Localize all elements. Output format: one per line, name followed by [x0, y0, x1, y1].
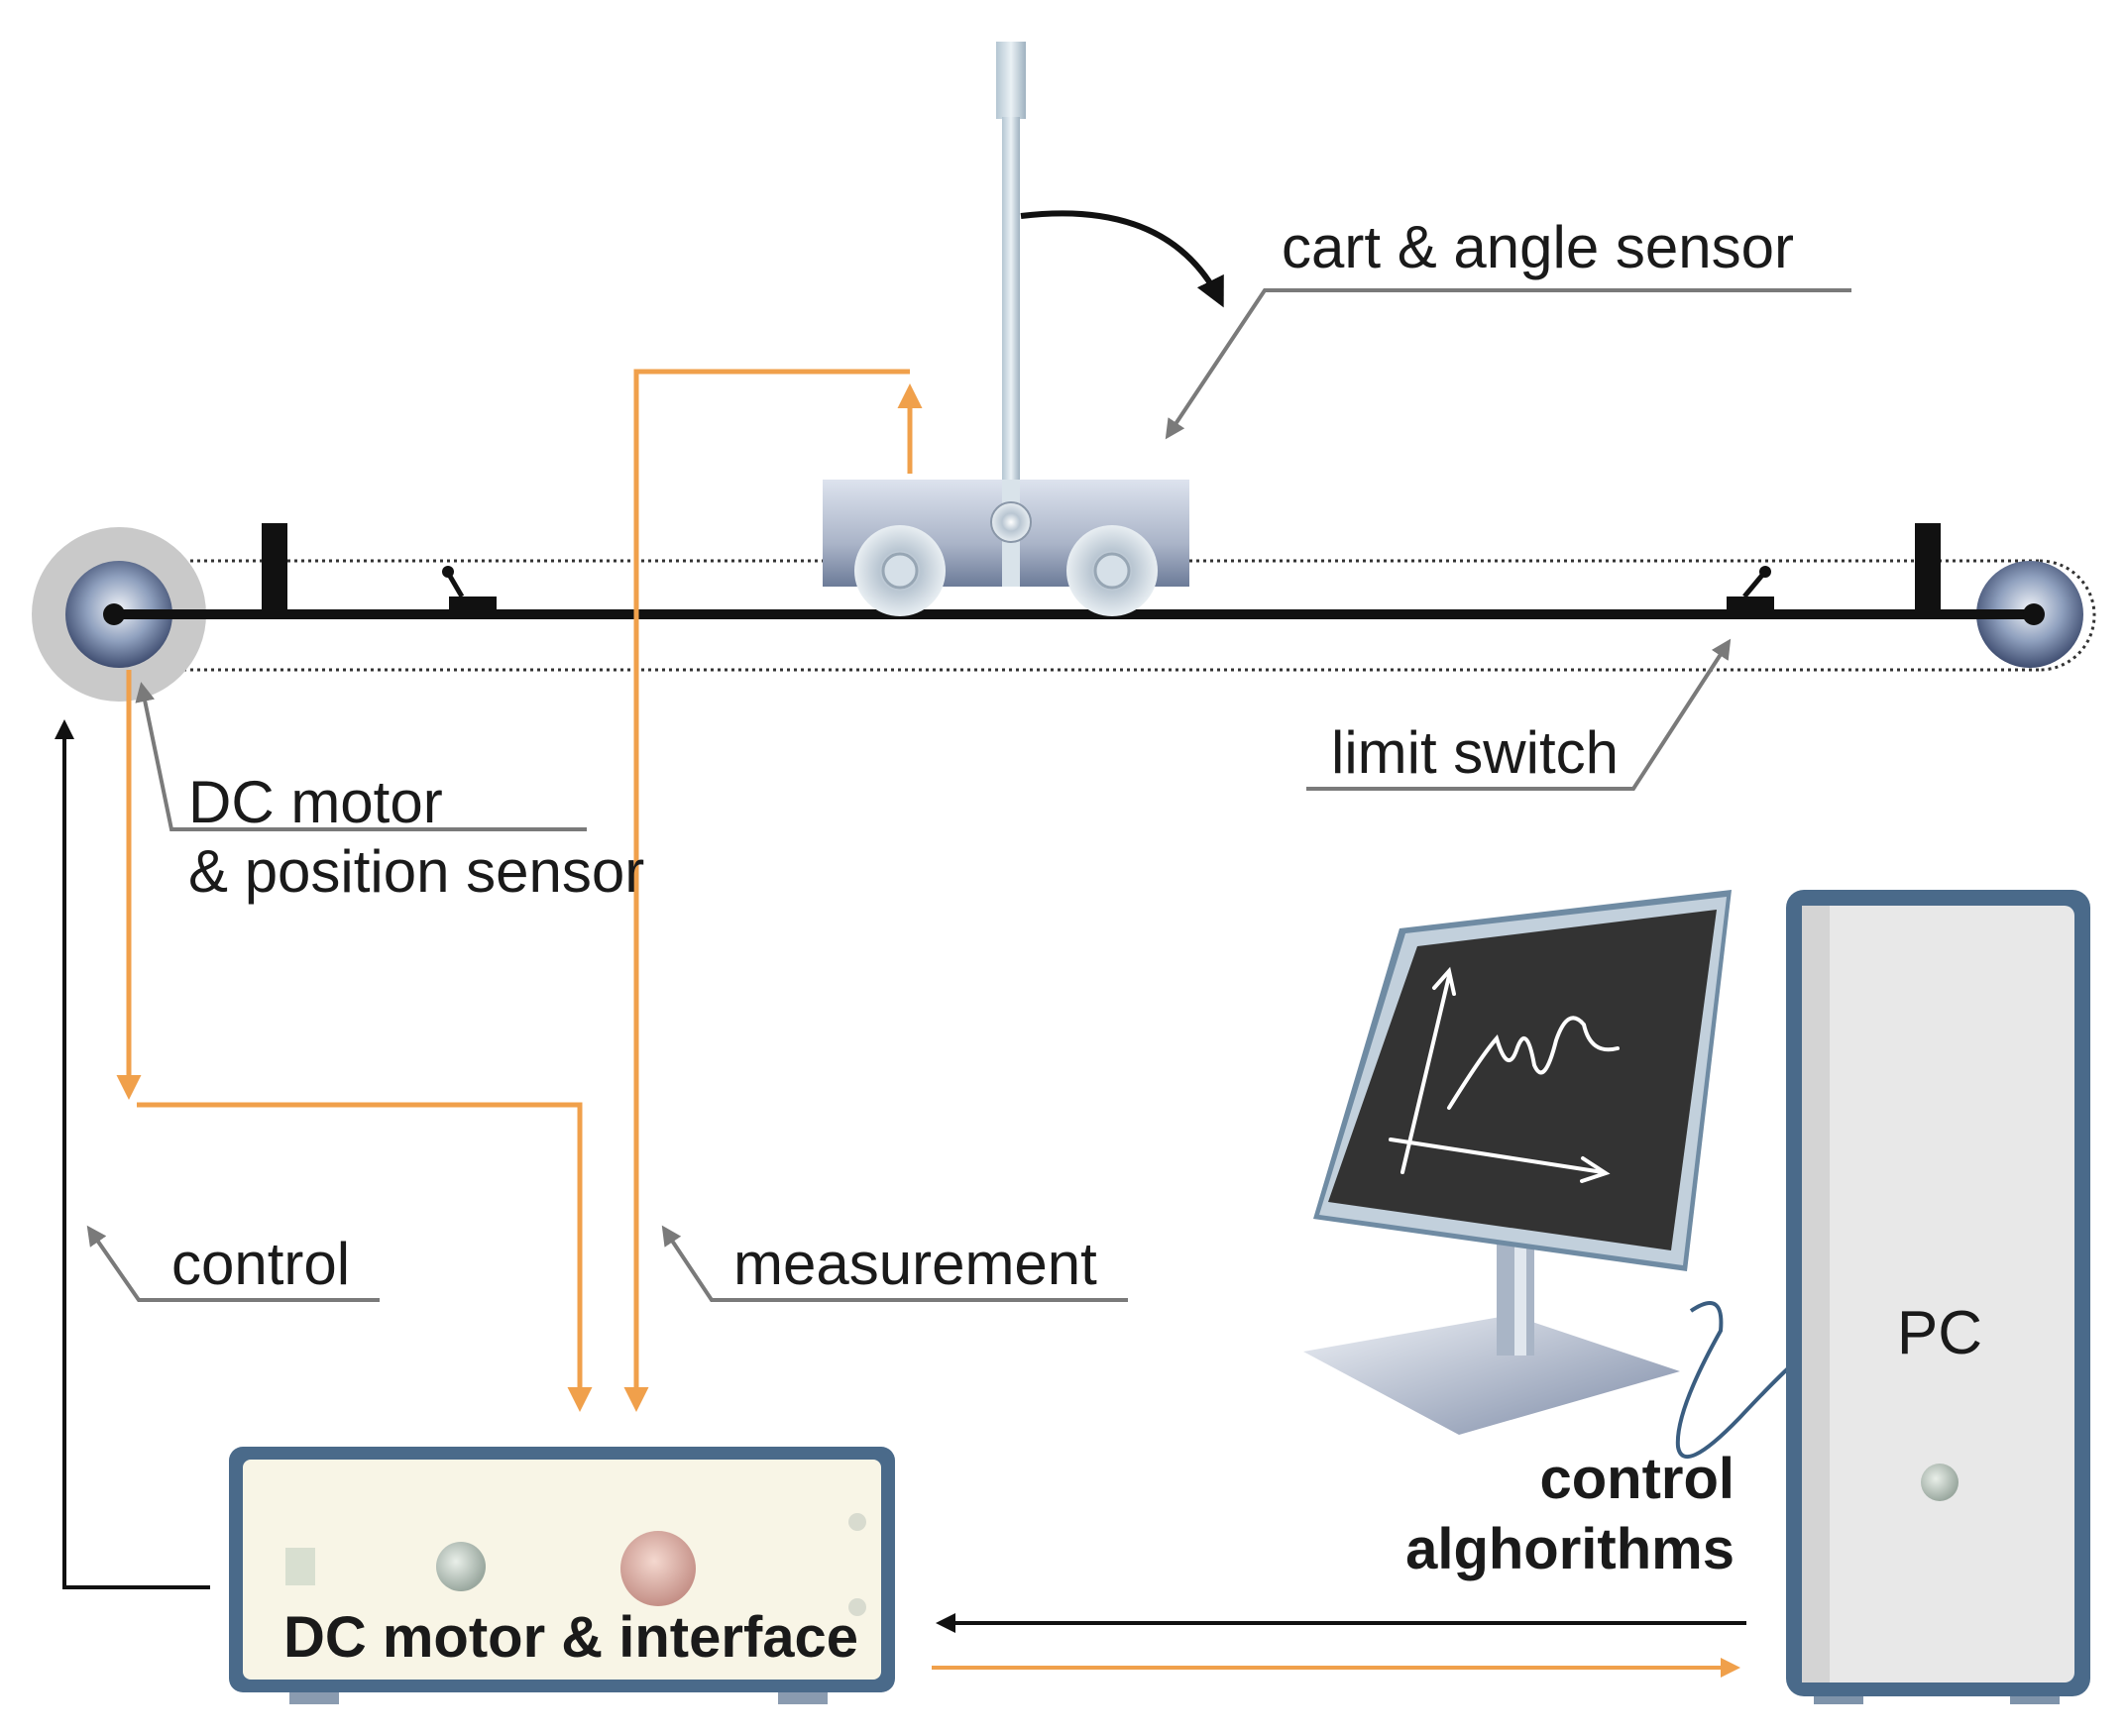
interface-box-label: DC motor & interface	[283, 1605, 858, 1670]
dc-motor-label-line1: DC motor	[188, 769, 443, 835]
right-limit-switch	[1727, 566, 1774, 612]
dc-motor-label-line2: & position sensor	[188, 838, 644, 905]
control-signal-line	[55, 719, 210, 1589]
right-end-stop	[1915, 523, 1941, 614]
pc-front	[1802, 906, 2074, 1682]
limit-switch-label: limit switch	[1331, 719, 1619, 786]
angle-measurement-line	[623, 369, 910, 1412]
interface-red-knob	[620, 1531, 696, 1606]
monitor-icon	[1303, 890, 1790, 1459]
left-end-stop	[262, 523, 287, 614]
pendulum-rod	[1002, 117, 1020, 583]
control-label: control	[171, 1231, 350, 1297]
screen-graph-icon	[1389, 966, 1620, 1183]
rotation-arrow-icon	[1020, 210, 1224, 308]
left-limit-switch	[442, 566, 497, 612]
position-measurement-line	[137, 1102, 593, 1412]
monitor-screen	[1328, 910, 1717, 1250]
pc-label: PC	[1897, 1299, 1982, 1367]
limit-switch-label-pointer	[1306, 638, 1732, 791]
pc-power-button	[1921, 1464, 1959, 1501]
pc-vents	[1830, 962, 2056, 1635]
cart	[823, 42, 1189, 616]
monitor-base	[1303, 1315, 1680, 1435]
control-algorithms-label-line1: control	[1539, 1447, 1735, 1511]
track-assembly	[32, 523, 2096, 702]
interface-face	[243, 1460, 881, 1680]
cart-label-pointer	[1165, 288, 1851, 440]
monitor-cable	[1675, 1301, 1790, 1459]
cart-angle-sensor-label: cart & angle sensor	[1282, 214, 1794, 280]
pc-tower-icon	[1786, 890, 2090, 1704]
control-label-pointer	[86, 1225, 380, 1302]
angle-sensor	[990, 501, 1032, 543]
interface-knob	[436, 1542, 486, 1591]
pendulum-weight	[996, 42, 1026, 119]
measurement-label: measurement	[733, 1231, 1097, 1297]
dc-motor-interface-box	[229, 1447, 895, 1704]
measurement-label-pointer	[661, 1225, 1128, 1302]
dc-motor-label-pointer	[135, 682, 587, 831]
control-algorithms-label-line2: alghorithms	[1405, 1517, 1735, 1581]
